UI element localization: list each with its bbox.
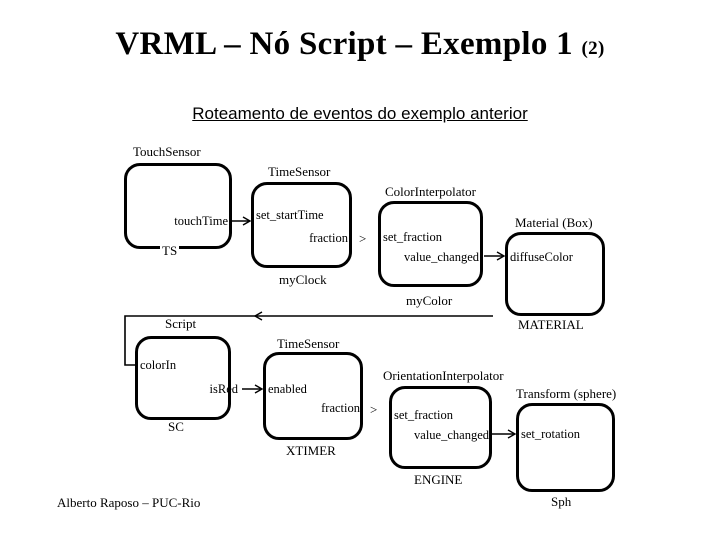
node-xtimer-instance: XTIMER — [284, 443, 338, 458]
page-title-suffix: (2) — [581, 38, 605, 59]
node-sph[interactable] — [516, 403, 615, 492]
node-mycolor-type: ColorInterpolator — [383, 184, 478, 199]
node-myclock-instance: myClock — [277, 272, 329, 287]
connector-glyph-bottom: > — [370, 402, 378, 417]
field-mycolor-value-changed: value_changed — [404, 250, 479, 264]
connector-glyph-top: > — [359, 231, 367, 246]
node-script[interactable] — [135, 336, 231, 420]
node-mycolor-instance: myColor — [404, 293, 455, 308]
field-engine-value-changed: value_changed — [414, 428, 489, 442]
node-touchsensor-type: TouchSensor — [131, 144, 203, 159]
node-script-type: Script — [163, 316, 199, 331]
node-sph-instance: Sph — [549, 494, 574, 509]
field-sph-set-rotation: set_rotation — [521, 427, 581, 441]
field-material-diffusecolor: diffuseColor — [510, 250, 573, 264]
node-myclock-type: TimeSensor — [266, 164, 333, 179]
node-engine[interactable] — [389, 386, 492, 469]
node-script-instance: SC — [166, 419, 186, 434]
field-script-colorin: colorIn — [140, 358, 177, 372]
node-touchsensor[interactable] — [124, 163, 232, 249]
node-sph-type: Transform (sphere) — [514, 386, 619, 401]
node-xtimer-type: TimeSensor — [275, 336, 342, 351]
page-subtitle: Roteamento de eventos do exemplo anterio… — [192, 104, 528, 123]
field-script-isred: isRed — [209, 382, 238, 396]
node-touchsensor-instance: TS — [160, 243, 180, 258]
page-title: VRML – Nó Script – Exemplo 1 (2) — [0, 26, 720, 63]
field-touchsensor-touchtime: touchTime — [174, 214, 228, 228]
footer-text: Alberto Raposo – PUC-Rio — [57, 495, 201, 510]
field-myclock-set-starttime: set_startTime — [256, 208, 324, 222]
node-myclock[interactable] — [251, 182, 352, 268]
field-myclock-fraction: fraction — [309, 231, 348, 245]
field-xtimer-fraction: fraction — [321, 401, 360, 415]
node-mycolor[interactable] — [378, 201, 483, 287]
node-xtimer[interactable] — [263, 352, 363, 440]
node-material[interactable] — [505, 232, 605, 316]
node-material-type: Material (Box) — [513, 215, 595, 230]
node-engine-type: OrientationInterpolator — [381, 368, 506, 383]
node-engine-instance: ENGINE — [412, 472, 465, 487]
field-xtimer-enabled: enabled — [268, 382, 307, 396]
field-engine-set-fraction: set_fraction — [394, 408, 454, 422]
page-title-main: VRML – Nó Script – Exemplo 1 — [115, 26, 573, 62]
field-mycolor-set-fraction: set_fraction — [383, 230, 443, 244]
node-material-instance: MATERIAL — [516, 317, 586, 332]
